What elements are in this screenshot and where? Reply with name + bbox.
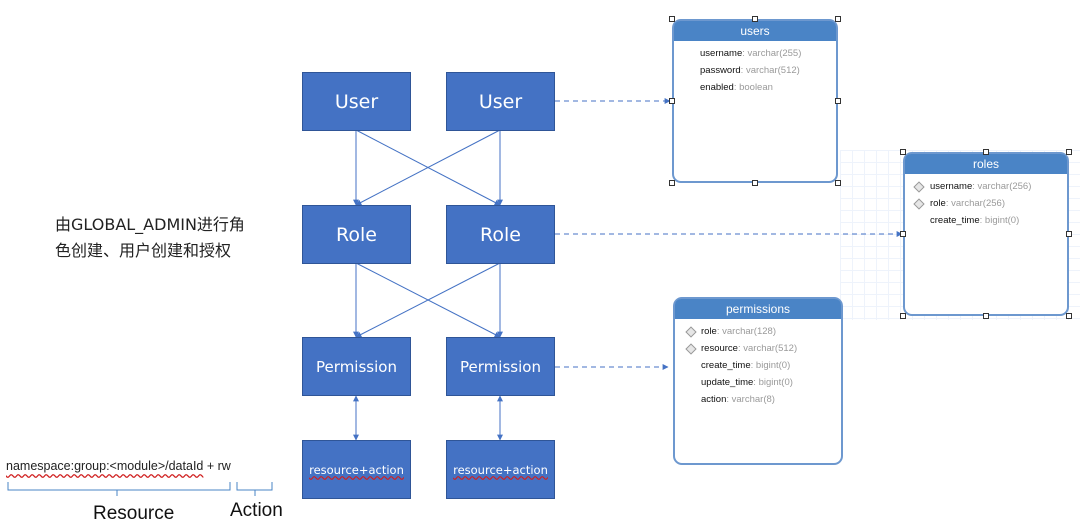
table-row: username: varchar(255)	[700, 48, 802, 59]
resize-handle[interactable]	[983, 313, 989, 319]
table-row: role: varchar(128)	[675, 323, 841, 340]
permissions-table-title: permissions	[675, 299, 841, 319]
key-diamond-icon	[685, 343, 697, 355]
resource-formula: namespace:group:<module>/dataId + rw	[6, 459, 231, 473]
users-table-title: users	[674, 21, 836, 41]
resource-label: Resource	[93, 503, 175, 524]
permission-node-left: Permission	[302, 337, 411, 396]
resize-handle[interactable]	[900, 231, 906, 237]
role-node-right-label: Role	[480, 223, 521, 246]
resize-handle[interactable]	[835, 180, 841, 186]
resource-node-right-label: resource+action	[453, 462, 548, 477]
resource-node-left: resource+action	[302, 440, 411, 499]
creation-note-line1: 由GLOBAL_ADMIN进行角	[55, 215, 245, 234]
roles-table[interactable]: roles username: varchar(256) role: varch…	[903, 152, 1069, 316]
resize-handle[interactable]	[752, 16, 758, 22]
action-brace	[236, 482, 273, 496]
roles-table-title: roles	[905, 154, 1067, 174]
resource-brace	[7, 482, 231, 496]
permissions-table[interactable]: permissions role: varchar(128) resource:…	[673, 297, 843, 465]
key-diamond-icon	[685, 326, 697, 338]
resource-node-left-label: resource+action	[309, 462, 404, 477]
resize-handle[interactable]	[1066, 149, 1072, 155]
permission-node-right-label: Permission	[460, 357, 541, 376]
table-row: password: varchar(512)	[700, 65, 800, 76]
role-node-left-label: Role	[336, 223, 377, 246]
users-table[interactable]: users username: varchar(255) password: v…	[672, 19, 838, 183]
role-node-left: Role	[302, 205, 411, 264]
resize-handle[interactable]	[835, 98, 841, 104]
table-row: enabled: boolean	[700, 82, 773, 93]
resize-handle[interactable]	[1066, 231, 1072, 237]
resize-handle[interactable]	[900, 149, 906, 155]
roles-table-rows: username: varchar(256) role: varchar(256…	[905, 174, 1067, 229]
table-row: action: varchar(8)	[701, 394, 775, 405]
permission-node-right: Permission	[446, 337, 555, 396]
action-label: Action	[230, 500, 283, 521]
table-row: create_time: bigint(0)	[701, 360, 791, 371]
resize-handle[interactable]	[983, 149, 989, 155]
creation-note-line2: 色创建、用户创建和授权	[55, 241, 232, 260]
key-diamond-icon	[913, 198, 925, 210]
resource-formula-action: + rw	[203, 459, 231, 473]
edge-user-right-role-left	[355, 129, 501, 206]
users-table-rows: username: varchar(255) password: varchar…	[674, 41, 836, 96]
resize-handle[interactable]	[669, 16, 675, 22]
table-row: role: varchar(256)	[905, 195, 1067, 212]
user-node-right-label: User	[478, 90, 523, 113]
user-node-right: User	[446, 72, 555, 131]
resize-handle[interactable]	[900, 313, 906, 319]
resize-handle[interactable]	[669, 98, 675, 104]
edge-role-right-perm-left	[355, 262, 501, 338]
resource-formula-pattern: namespace:group:<module>/dataId	[6, 459, 204, 473]
key-diamond-icon	[913, 181, 925, 193]
table-row: update_time: bigint(0)	[701, 377, 793, 388]
user-node-left: User	[302, 72, 411, 131]
table-row: resource: varchar(512)	[675, 340, 841, 357]
permissions-table-rows: role: varchar(128) resource: varchar(512…	[675, 319, 841, 408]
permission-node-left-label: Permission	[316, 357, 397, 376]
table-row: username: varchar(256)	[905, 178, 1067, 195]
table-row: create_time: bigint(0)	[930, 215, 1020, 226]
resize-handle[interactable]	[835, 16, 841, 22]
resize-handle[interactable]	[1066, 313, 1072, 319]
creation-note: 由GLOBAL_ADMIN进行角 色创建、用户创建和授权	[55, 212, 245, 264]
user-node-left-label: User	[334, 90, 379, 113]
role-node-right: Role	[446, 205, 555, 264]
resize-handle[interactable]	[669, 180, 675, 186]
resource-node-right: resource+action	[446, 440, 555, 499]
resize-handle[interactable]	[752, 180, 758, 186]
